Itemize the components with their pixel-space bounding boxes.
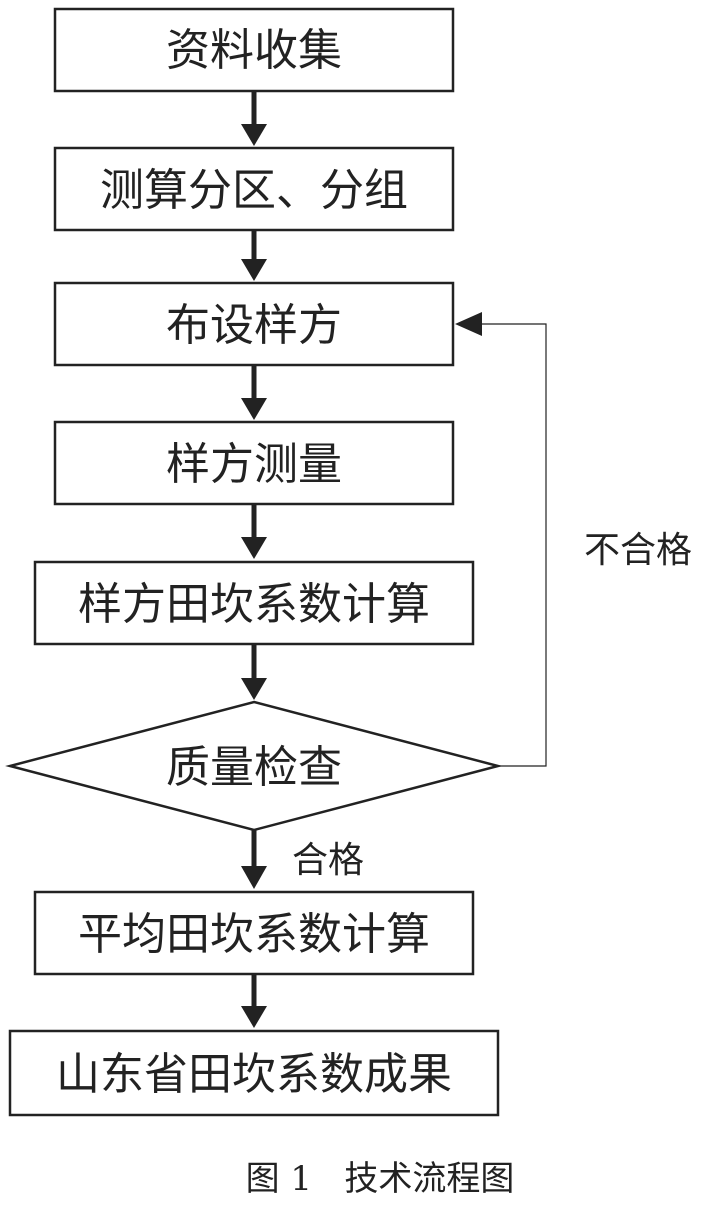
decision-quality-check: 质量检查 (5, 700, 503, 832)
step-sample-coefficient: 样方田坎系数计算 (33, 560, 475, 646)
fail-label: 不合格 (584, 530, 692, 571)
step-label: 样方田坎系数计算 (78, 579, 430, 630)
step-label: 资料收集 (166, 25, 342, 76)
step-label: 平均田坎系数计算 (78, 909, 430, 960)
step-collect-data: 资料收集 (53, 7, 455, 93)
arrow-5 (241, 644, 267, 700)
arrow-1 (241, 91, 267, 146)
pass-label: 合格 (292, 840, 364, 881)
arrow-7 (241, 974, 267, 1028)
step-zoning-grouping: 测算分区、分组 (53, 146, 455, 232)
figure-caption: 图 1 技术流程图 (246, 1159, 515, 1199)
step-lay-samples: 布设样方 (53, 281, 455, 367)
step-label: 测算分区、分组 (100, 165, 408, 216)
step-label: 山东省田坎系数成果 (56, 1049, 452, 1100)
step-average-coefficient: 平均田坎系数计算 (33, 890, 475, 976)
fail-loop: 不合格 (455, 312, 692, 767)
arrow-pass: 合格 (241, 830, 364, 889)
step-final-result: 山东省田坎系数成果 (8, 1029, 500, 1117)
arrow-2 (241, 230, 267, 281)
arrow-4 (241, 504, 267, 559)
step-sample-measure: 样方测量 (53, 420, 455, 506)
step-label: 布设样方 (166, 300, 342, 351)
decision-label: 质量检查 (166, 742, 342, 793)
step-label: 样方测量 (166, 439, 342, 490)
arrow-3 (241, 365, 267, 420)
